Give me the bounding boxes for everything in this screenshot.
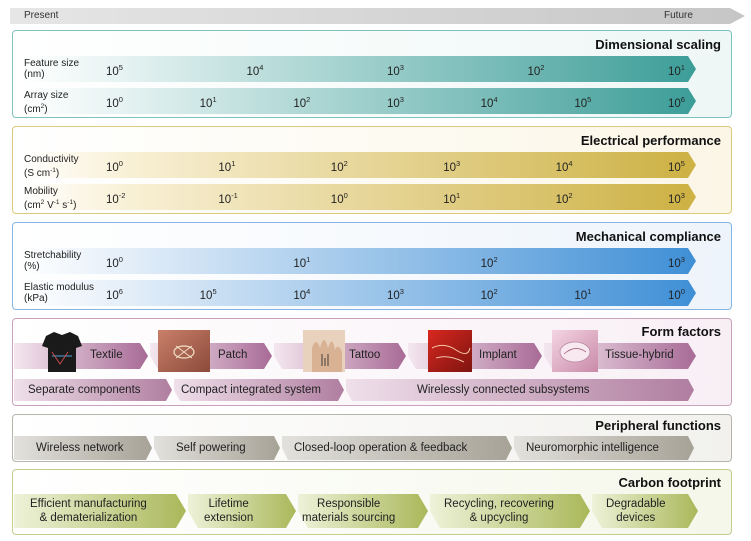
panel-title-dimensional: Dimensional scaling: [595, 37, 721, 52]
feature-size-label: Feature size (nm): [24, 58, 80, 80]
compact-integrated-band: [174, 379, 344, 401]
timeline-start-label: Present: [24, 10, 59, 21]
system-compact-integrated: Compact integrated system: [181, 384, 321, 396]
scale-value: 102: [480, 287, 498, 302]
system-separate-components: Separate components: [28, 384, 141, 396]
timeline-arrow: [10, 8, 745, 24]
patch-image: [158, 330, 210, 372]
wireless-subsystems-band: [346, 379, 694, 401]
scale-value: 103: [443, 159, 461, 174]
scale-value: 103: [668, 191, 685, 206]
scale-value: 103: [668, 255, 685, 270]
scale-value: 101: [218, 159, 236, 174]
scale-value: 102: [527, 63, 545, 78]
scale-value: 101: [443, 191, 461, 206]
scale-value: 105: [668, 159, 685, 174]
scale-value: 105: [106, 63, 123, 78]
peripheral-wireless-network: Wireless network: [36, 442, 124, 454]
carbon-bands: [14, 494, 698, 528]
electrical-bands: [20, 152, 696, 210]
carbon-recycling: Recycling, recovering& upcycling: [444, 498, 554, 524]
scale-value: 106: [106, 287, 123, 302]
conductivity-label: Conductivity (S cm-1): [24, 154, 79, 179]
panel-title-mechanical: Mechanical compliance: [575, 229, 721, 244]
peripheral-self-powering: Self powering: [176, 442, 246, 454]
array-size-band: [20, 88, 696, 114]
form-factor-patch: Patch: [218, 349, 248, 361]
separate-components-band: [14, 379, 172, 401]
scale-value: 103: [387, 287, 404, 302]
scale-value: 100: [106, 159, 123, 174]
form-factor-implant: Implant: [479, 349, 517, 361]
scale-value: 100: [106, 95, 123, 110]
timeline-end-label: Future: [664, 10, 693, 21]
mobility-band: [20, 184, 696, 210]
peripheral-closed-loop: Closed-loop operation & feedback: [294, 442, 468, 454]
system-wireless-subsystems: Wirelessly connected subsystems: [417, 384, 590, 396]
scale-value: 103: [387, 95, 404, 110]
peripheral-bands: [14, 436, 694, 460]
form-factor-tissue-hybrid: Tissue-hybrid: [605, 349, 674, 361]
scale-value: 101: [293, 255, 311, 270]
scale-value: 100: [106, 255, 123, 270]
closed-loop-band: [282, 436, 512, 460]
scale-value: 100: [668, 287, 685, 302]
wireless-network-band: [14, 436, 152, 460]
scale-value: 10-2: [106, 191, 126, 206]
lifetime-extension-band: [188, 494, 296, 528]
scale-value: 102: [293, 95, 311, 110]
scale-value: 102: [480, 255, 498, 270]
scale-value: 106: [668, 95, 685, 110]
tissue-hybrid-image: [552, 330, 598, 372]
scale-value: 101: [574, 287, 592, 302]
scale-value: 101: [668, 63, 685, 78]
scale-value: 104: [480, 95, 498, 110]
mobility-label: Mobility (cm2 V-1 s-1): [24, 186, 77, 211]
scale-value: 105: [574, 95, 592, 110]
scale-value: 104: [293, 287, 311, 302]
textile-image: [42, 332, 82, 372]
form-factor-textile: Textile: [90, 349, 123, 361]
panel-title-peripheral: Peripheral functions: [595, 418, 721, 433]
feature-size-band: [20, 56, 696, 82]
array-size-label: Array size (cm2): [24, 90, 69, 115]
carbon-efficient-manufacturing: Efficient manufacturing& dematerializati…: [30, 498, 147, 524]
scale-value: 101: [199, 95, 217, 110]
implant-image: [428, 330, 472, 372]
scale-value: 102: [555, 191, 573, 206]
scale-value: 105: [199, 287, 217, 302]
responsible-sourcing-band: [298, 494, 428, 528]
stretchability-label: Stretchability (%): [24, 250, 82, 272]
scale-value: 103: [387, 63, 404, 78]
panel-title-carbon: Carbon footprint: [618, 475, 721, 490]
elastic-modulus-label: Elastic modulus (kPa): [24, 282, 95, 304]
scale-value: 100: [330, 191, 348, 206]
scale-value: 10-1: [218, 191, 238, 206]
efficient-manufacturing-band: [14, 494, 186, 528]
scale-value: 104: [246, 63, 264, 78]
form-factor-graphics: [14, 330, 696, 401]
dimensional-bands: [20, 56, 696, 114]
tattoo-image: [303, 330, 345, 372]
neuromorphic-band: [514, 436, 694, 460]
panel-title-electrical: Electrical performance: [580, 133, 721, 148]
mechanical-bands: [20, 248, 696, 306]
self-powering-band: [154, 436, 280, 460]
scale-value: 102: [330, 159, 348, 174]
conductivity-band: [20, 152, 696, 178]
peripheral-neuromorphic: Neuromorphic intelligence: [526, 442, 659, 454]
panel-title-form-factors: Form factors: [641, 324, 721, 339]
stretchability-band: [20, 248, 696, 274]
scale-value: 104: [555, 159, 573, 174]
textile-band: [14, 343, 148, 369]
degradable-band: [592, 494, 698, 528]
elastic-modulus-band: [20, 280, 696, 306]
form-factor-tattoo: Tattoo: [349, 349, 381, 361]
recycling-band: [430, 494, 590, 528]
